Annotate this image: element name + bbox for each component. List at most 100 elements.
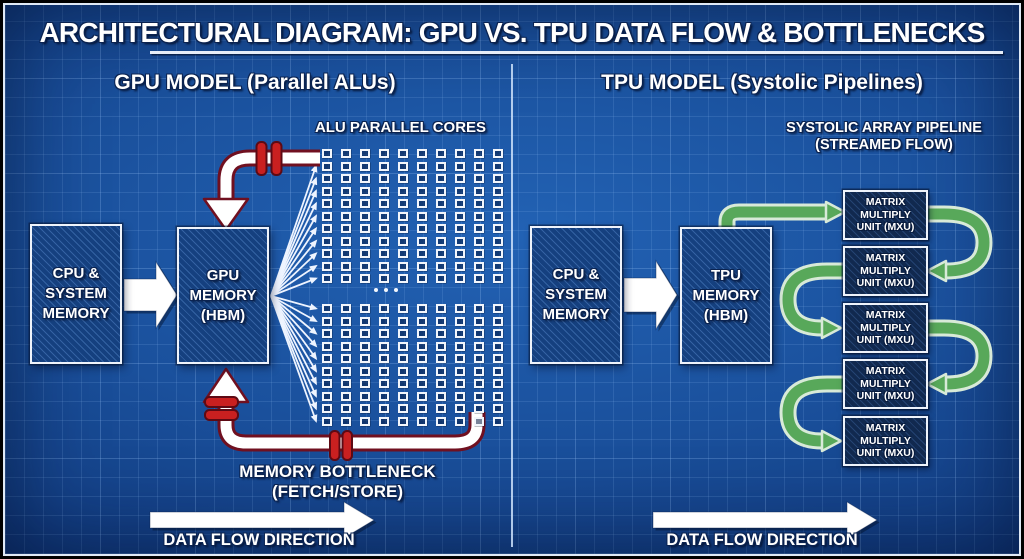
alu-core-cell (379, 404, 389, 413)
gpu-memory-hbm-box: GPU MEMORY (HBM) (177, 227, 269, 364)
systolic-flow-arrow (925, 319, 993, 396)
alu-core-cell (417, 341, 427, 351)
alu-core-cell (322, 211, 332, 221)
ellipsis-dot (374, 288, 378, 292)
gpu-panel-title: GPU MODEL (Parallel ALUs) (114, 71, 396, 94)
alu-core-cell (360, 186, 370, 196)
alu-core-cell (417, 274, 427, 283)
alu-core-cell (474, 161, 484, 171)
alu-core-cell (474, 236, 484, 246)
box-label-line: MEMORY (189, 286, 257, 304)
alu-core-cell (360, 236, 370, 246)
tpu-cpu-system-memory-box: CPU & SYSTEM MEMORY (530, 226, 622, 364)
alu-core-cell (322, 416, 332, 426)
alu-core-cell (341, 316, 351, 326)
alu-core-cell (322, 304, 332, 313)
alu-core-cell (360, 341, 370, 351)
alu-core-cell (322, 391, 332, 401)
box-label-line: MEMORY (542, 306, 610, 323)
alu-core-cell (417, 199, 427, 208)
alu-core-cell (398, 161, 408, 171)
box-label-line: CPU & (552, 266, 600, 283)
alu-core-cell (398, 379, 408, 388)
alu-core-cell (398, 404, 408, 413)
tpu-data-flow-direction-label: DATA FLOW DIRECTION (666, 531, 858, 549)
systolic-array-pipeline-label: SYSTOLIC ARRAY PIPELINE (STREAMED FLOW) (778, 120, 990, 153)
alu-core-cell (379, 186, 389, 196)
alu-core-cell (493, 341, 503, 351)
mxu-label-line: MULTIPLY (860, 377, 911, 390)
alu-core-cell (455, 304, 465, 313)
systolic-flow-arrow (718, 200, 847, 231)
alu-core-cell (455, 249, 465, 258)
alu-core-cell (455, 391, 465, 401)
alu-core-cell (455, 316, 465, 326)
alu-core-cell (417, 161, 427, 171)
alu-core-cell (360, 249, 370, 258)
alu-core-cell (417, 416, 427, 426)
alu-core-cell (341, 236, 351, 246)
alu-core-cell (398, 149, 408, 158)
alu-core-cell (379, 316, 389, 326)
alu-core-cell (436, 149, 446, 158)
memory-store-pipe (202, 367, 486, 461)
alu-core-cell (493, 354, 503, 363)
alu-core-cell (398, 329, 408, 338)
alu-core-cell (379, 261, 389, 271)
mxu-label-line: MULTIPLY (860, 321, 911, 334)
alu-core-cell (379, 161, 389, 171)
mxu-label-line: MULTIPLY (860, 264, 911, 277)
alu-core-cell (493, 149, 503, 158)
alu-core-cell (379, 416, 389, 426)
box-label-line: TPU (711, 266, 741, 284)
alu-core-cell (379, 391, 389, 401)
alu-core-cell (436, 366, 446, 376)
alu-core-cell (398, 316, 408, 326)
alu-core-cell (379, 236, 389, 246)
alu-core-cell (474, 304, 484, 313)
dispatch-arrow (270, 295, 318, 348)
alu-core-cell (417, 224, 427, 233)
alu-core-cell (474, 249, 484, 258)
alu-core-cell (493, 224, 503, 233)
mxu-label-line: MATRIX (865, 422, 906, 435)
alu-core-grid-top (322, 149, 503, 283)
alu-core-cell (436, 404, 446, 413)
alu-core-cell (341, 416, 351, 426)
alu-core-cell (341, 391, 351, 401)
alu-core-cell (341, 161, 351, 171)
bottleneck-marker (329, 430, 341, 461)
alu-core-cell (360, 316, 370, 326)
alu-core-cell (341, 261, 351, 271)
alu-core-cell (455, 261, 465, 271)
box-label-line: (HBM) (200, 306, 246, 324)
alu-core-cell (455, 354, 465, 363)
panel-divider-line (510, 64, 513, 547)
alu-core-cell (398, 274, 408, 283)
alu-core-cell (455, 416, 465, 426)
alu-core-cell (455, 329, 465, 338)
ellipsis-dot (384, 288, 388, 292)
alu-core-cell (436, 249, 446, 258)
dispatch-arrow (270, 295, 318, 322)
alu-core-cell (474, 404, 484, 413)
alu-core-cell (455, 236, 465, 246)
alu-core-cell (322, 379, 332, 388)
systolic-flow-arrow (779, 262, 843, 340)
alu-core-cell (417, 186, 427, 196)
alu-core-cell (360, 224, 370, 233)
alu-core-cell (341, 186, 351, 196)
alu-core-cell (360, 366, 370, 376)
alu-core-cell (322, 224, 332, 233)
alu-core-cell (417, 174, 427, 183)
dispatch-arrow (270, 277, 318, 297)
alu-core-cell (322, 316, 332, 326)
alu-core-cell (474, 341, 484, 351)
alu-core-cell (322, 261, 332, 271)
